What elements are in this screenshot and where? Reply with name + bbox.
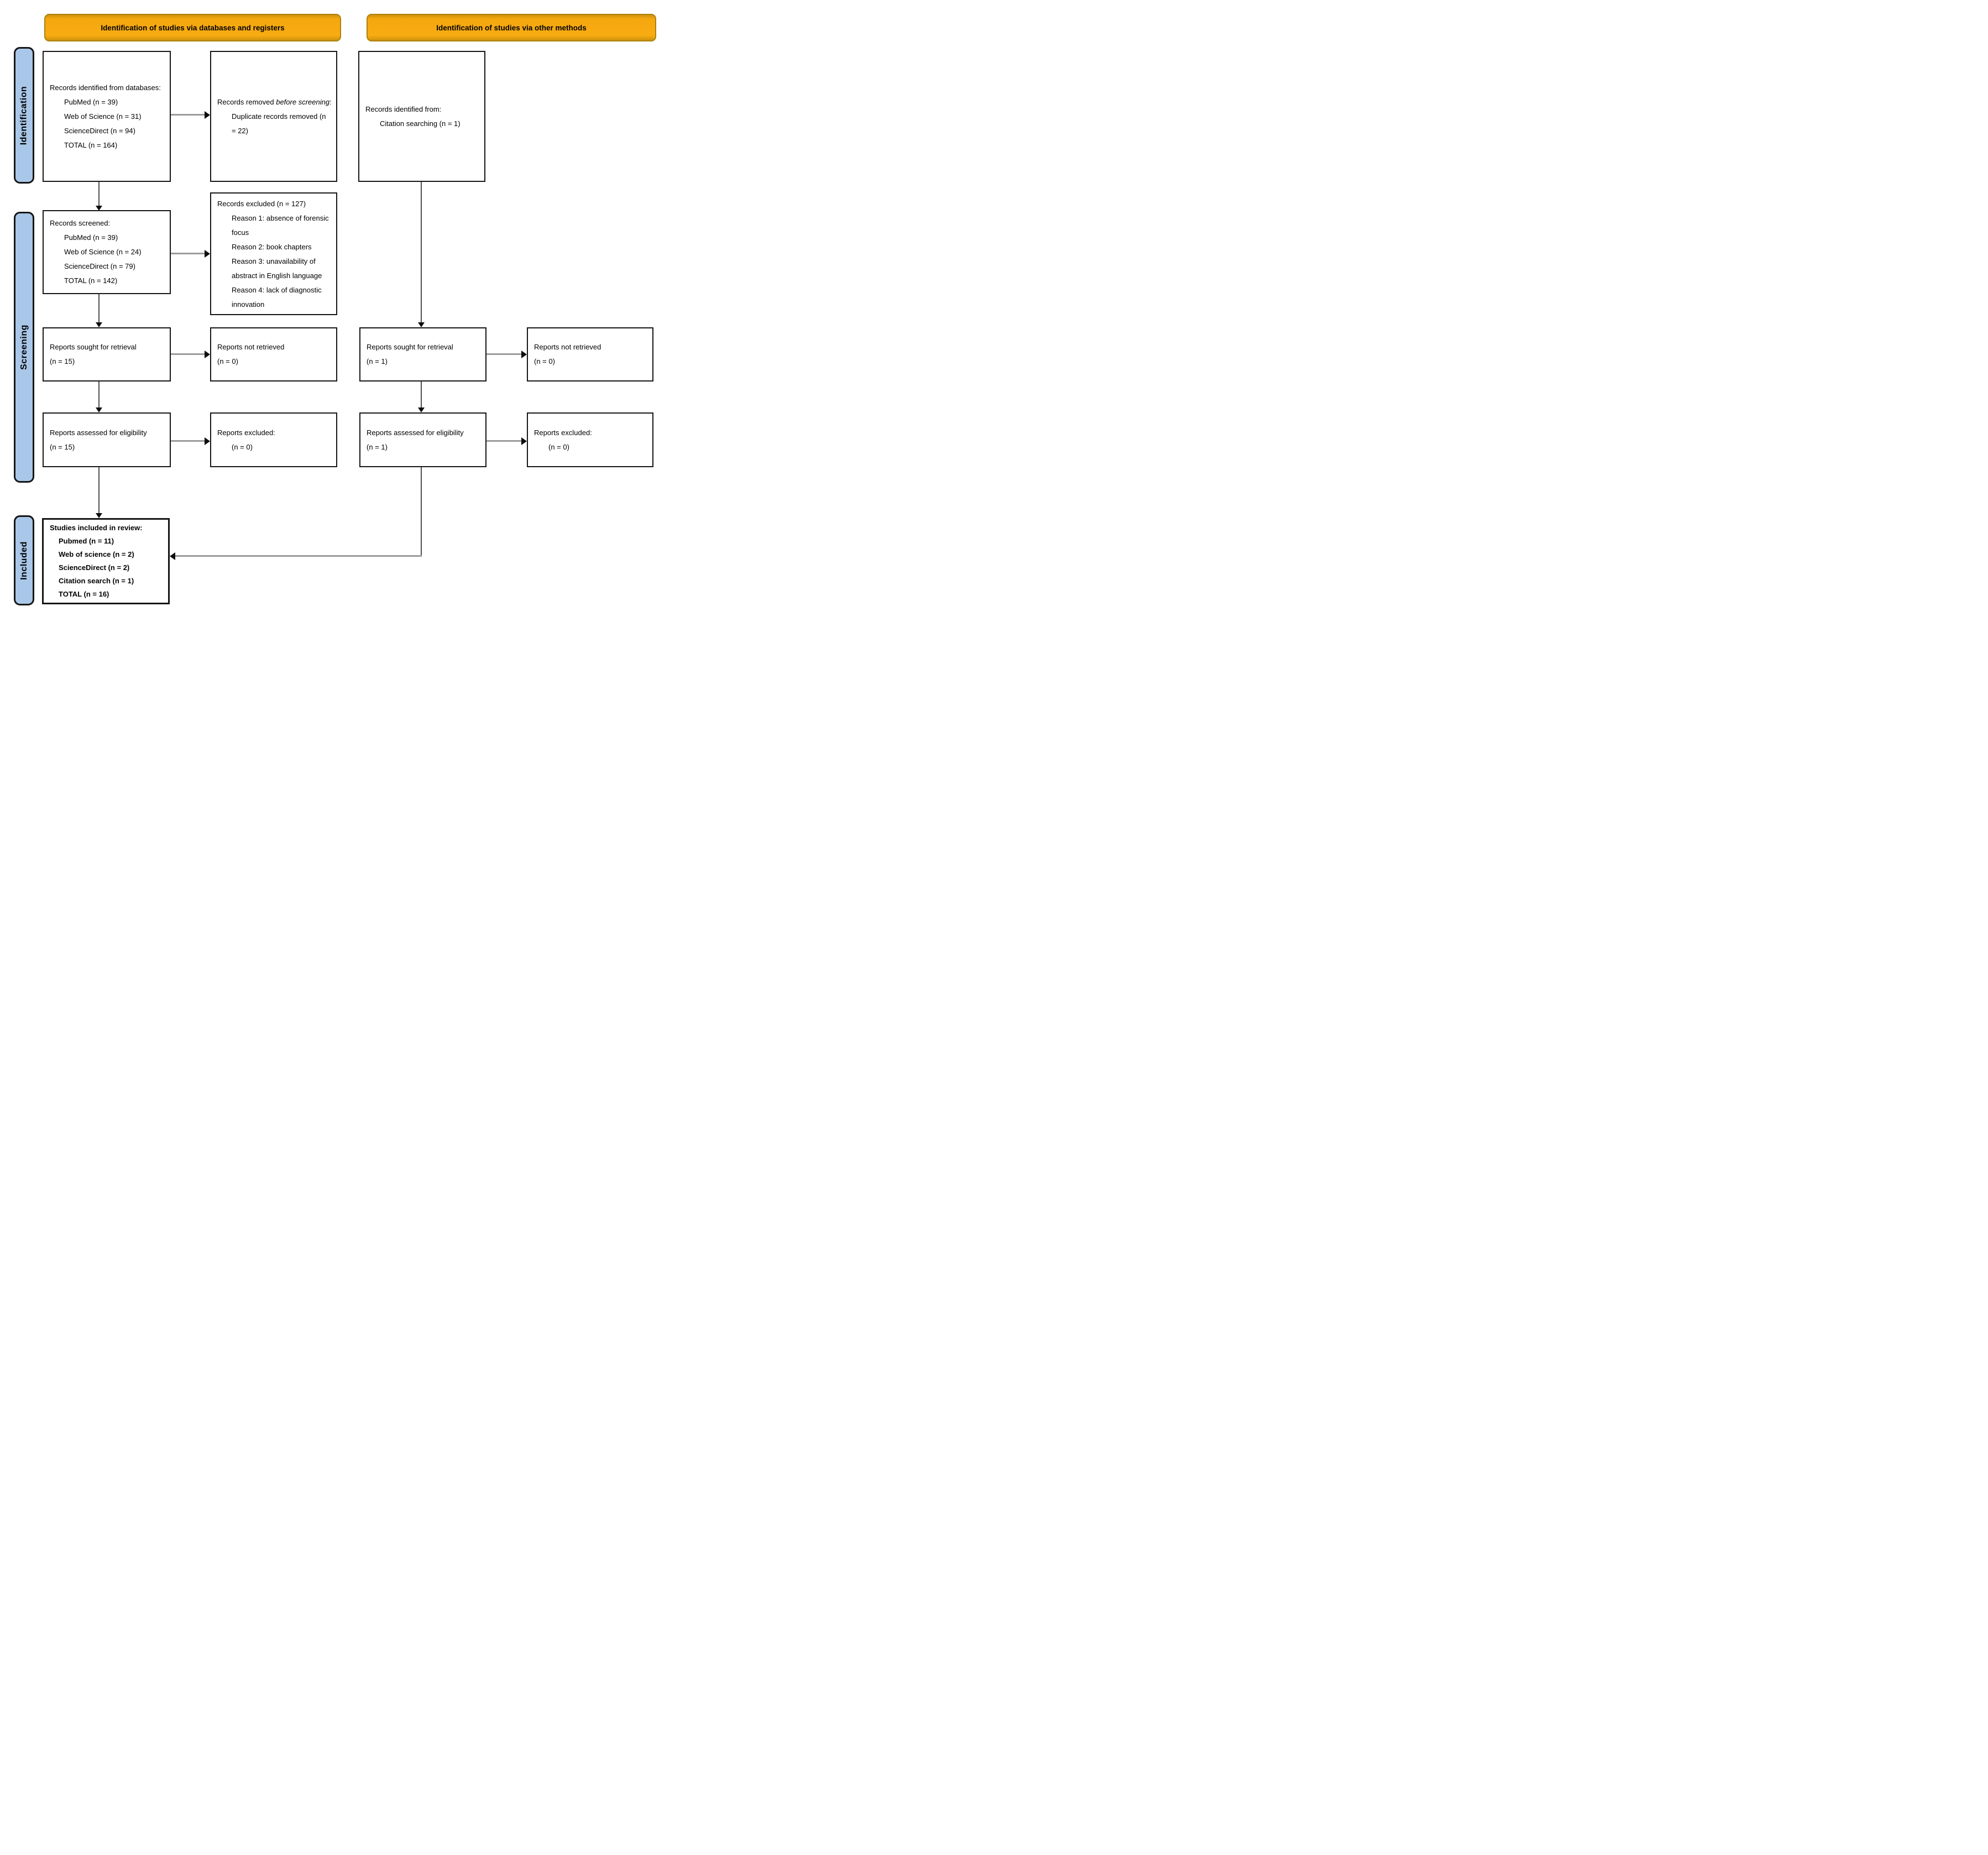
arrowhead-right-icon <box>521 350 527 358</box>
box-line: (n = 0) <box>232 442 253 451</box>
box-line: Web of science (n = 2) <box>59 550 134 558</box>
arrowhead-down-icon <box>96 407 102 412</box>
box-line: ScienceDirect (n = 2) <box>59 563 130 572</box>
arrow-sought-to-assessed-databases <box>96 382 102 412</box>
arrow-assessed-to-included <box>96 467 102 518</box>
arrowhead-right-icon <box>205 437 210 445</box>
box-line: TOTAL (n = 142) <box>64 276 118 285</box>
box-reports-not-retrieved-other: Reports not retrieved (n = 0) <box>527 327 653 382</box>
box-title: Records removed before screening: <box>217 95 332 109</box>
arrowhead-right-icon <box>205 249 210 258</box>
box-title: Studies included in review: <box>50 523 143 532</box>
box-reports-excluded-other: Reports excluded: (n = 0) <box>527 412 653 467</box>
arrow-identified-to-screened <box>96 182 102 211</box>
header-label: Identification of studies via other meth… <box>436 23 587 32</box>
box-line: PubMed (n = 39) <box>64 97 118 106</box>
arrow-assessed-to-excluded-databases <box>171 437 210 445</box>
box-reports-sought-databases: Reports sought for retrieval (n = 15) <box>43 327 171 382</box>
box-records-identified-databases: Records identified from databases: PubMe… <box>43 51 171 182</box>
box-line: ScienceDirect (n = 94) <box>64 126 135 135</box>
arrow-sought-to-notretrieved-other <box>486 350 527 358</box>
box-line: Web of Science (n = 24) <box>64 248 142 256</box>
box-reports-not-retrieved-databases: Reports not retrieved (n = 0) <box>210 327 337 382</box>
stage-label-identification: Identification <box>14 47 34 184</box>
box-records-screened: Records screened: PubMed (n = 39) Web of… <box>43 210 171 294</box>
box-line: Citation searching (n = 1) <box>380 119 461 128</box>
stage-text: Screening <box>19 325 29 370</box>
title-italic: before screening <box>276 97 330 106</box>
box-line: Reason 4: lack of diagnostic innovation <box>232 286 322 309</box>
arrow-screened-to-sought <box>96 294 102 327</box>
box-line: Web of Science (n = 31) <box>64 112 142 121</box>
arrow-assessed-other-to-included-horizontal <box>170 552 422 560</box>
box-line: Reports not retrieved <box>534 343 601 351</box>
box-title: Records identified from databases: <box>50 83 161 92</box>
header-label: Identification of studies via databases … <box>101 23 285 32</box>
stage-label-included: Included <box>14 515 34 605</box>
box-reports-assessed-other: Reports assessed for eligibility (n = 1) <box>359 412 486 467</box>
arrowhead-right-icon <box>521 437 527 445</box>
prisma-flow-diagram: Identification of studies via databases … <box>0 0 663 618</box>
box-line: TOTAL (n = 16) <box>59 590 109 599</box>
box-reports-assessed-databases: Reports assessed for eligibility (n = 15… <box>43 412 171 467</box>
box-reports-sought-other: Reports sought for retrieval (n = 1) <box>359 327 486 382</box>
box-line: (n = 0) <box>534 357 555 365</box>
arrowhead-down-icon <box>96 206 102 211</box>
header-other-methods: Identification of studies via other meth… <box>367 14 656 41</box>
arrowhead-right-icon <box>205 111 210 119</box>
box-title: Records screened: <box>50 219 111 227</box>
arrowhead-right-icon <box>205 350 210 358</box>
stage-label-screening: Screening <box>14 212 34 483</box>
box-line: Reports sought for retrieval <box>367 343 453 351</box>
box-line: Reason 1: absence of forensic focus <box>232 214 329 237</box>
stage-text: Identification <box>19 86 29 145</box>
box-line: Reason 3: unavailability of abstract in … <box>232 257 322 280</box>
arrow-identified-to-removed <box>171 111 210 119</box>
box-line: Pubmed (n = 11) <box>59 536 114 545</box>
box-line: TOTAL (n = 164) <box>64 140 118 149</box>
box-studies-included: Studies included in review: Pubmed (n = … <box>42 518 170 604</box>
box-title: Records identified from: <box>365 104 442 113</box>
box-line: Reports sought for retrieval <box>50 343 137 351</box>
box-line: Reports excluded: <box>217 428 275 437</box>
arrow-sought-to-assessed-other <box>418 382 425 412</box>
box-title: Records excluded (n = 127) <box>217 200 306 208</box>
box-line: ScienceDirect (n = 79) <box>64 262 135 270</box>
box-line: PubMed (n = 39) <box>64 233 118 242</box>
arrow-screened-to-excluded <box>171 249 210 258</box>
box-line: (n = 15) <box>50 442 75 451</box>
box-line: (n = 15) <box>50 357 75 365</box>
box-line: Reason 2: book chapters <box>232 243 312 251</box>
box-line: Duplicate records removed (n = 22) <box>232 112 326 135</box>
box-line: Reports assessed for eligibility <box>50 428 147 437</box>
box-line: (n = 1) <box>367 357 388 365</box>
arrowhead-down-icon <box>418 407 425 412</box>
arrowhead-down-icon <box>96 513 102 518</box>
box-line: Reports assessed for eligibility <box>367 428 464 437</box>
box-line: (n = 1) <box>367 442 388 451</box>
arrowhead-left-icon <box>170 552 175 560</box>
title-prefix: Records removed <box>217 97 276 106</box>
header-databases-registers: Identification of studies via databases … <box>44 14 341 41</box>
arrowhead-down-icon <box>418 322 425 327</box>
box-line: Citation search (n = 1) <box>59 577 134 586</box>
box-records-removed-before-screening: Records removed before screening: Duplic… <box>210 51 337 182</box>
arrow-assessed-to-excluded-other <box>486 437 527 445</box>
box-records-identified-other: Records identified from: Citation search… <box>358 51 485 182</box>
box-reports-excluded-databases: Reports excluded: (n = 0) <box>210 412 337 467</box>
box-line: Reports not retrieved <box>217 343 285 351</box>
stage-text: Included <box>19 541 29 580</box>
box-line: (n = 0) <box>217 357 238 365</box>
arrow-sought-to-notretrieved-databases <box>171 350 210 358</box>
title-suffix: : <box>329 97 332 106</box>
box-line: Reports excluded: <box>534 428 592 437</box>
arrow-otheridentified-to-sought <box>418 182 425 327</box>
box-records-excluded: Records excluded (n = 127) Reason 1: abs… <box>210 192 337 315</box>
arrowhead-down-icon <box>96 322 102 327</box>
box-line: (n = 0) <box>548 442 569 451</box>
arrow-assessed-other-to-included-vertical <box>421 467 422 556</box>
